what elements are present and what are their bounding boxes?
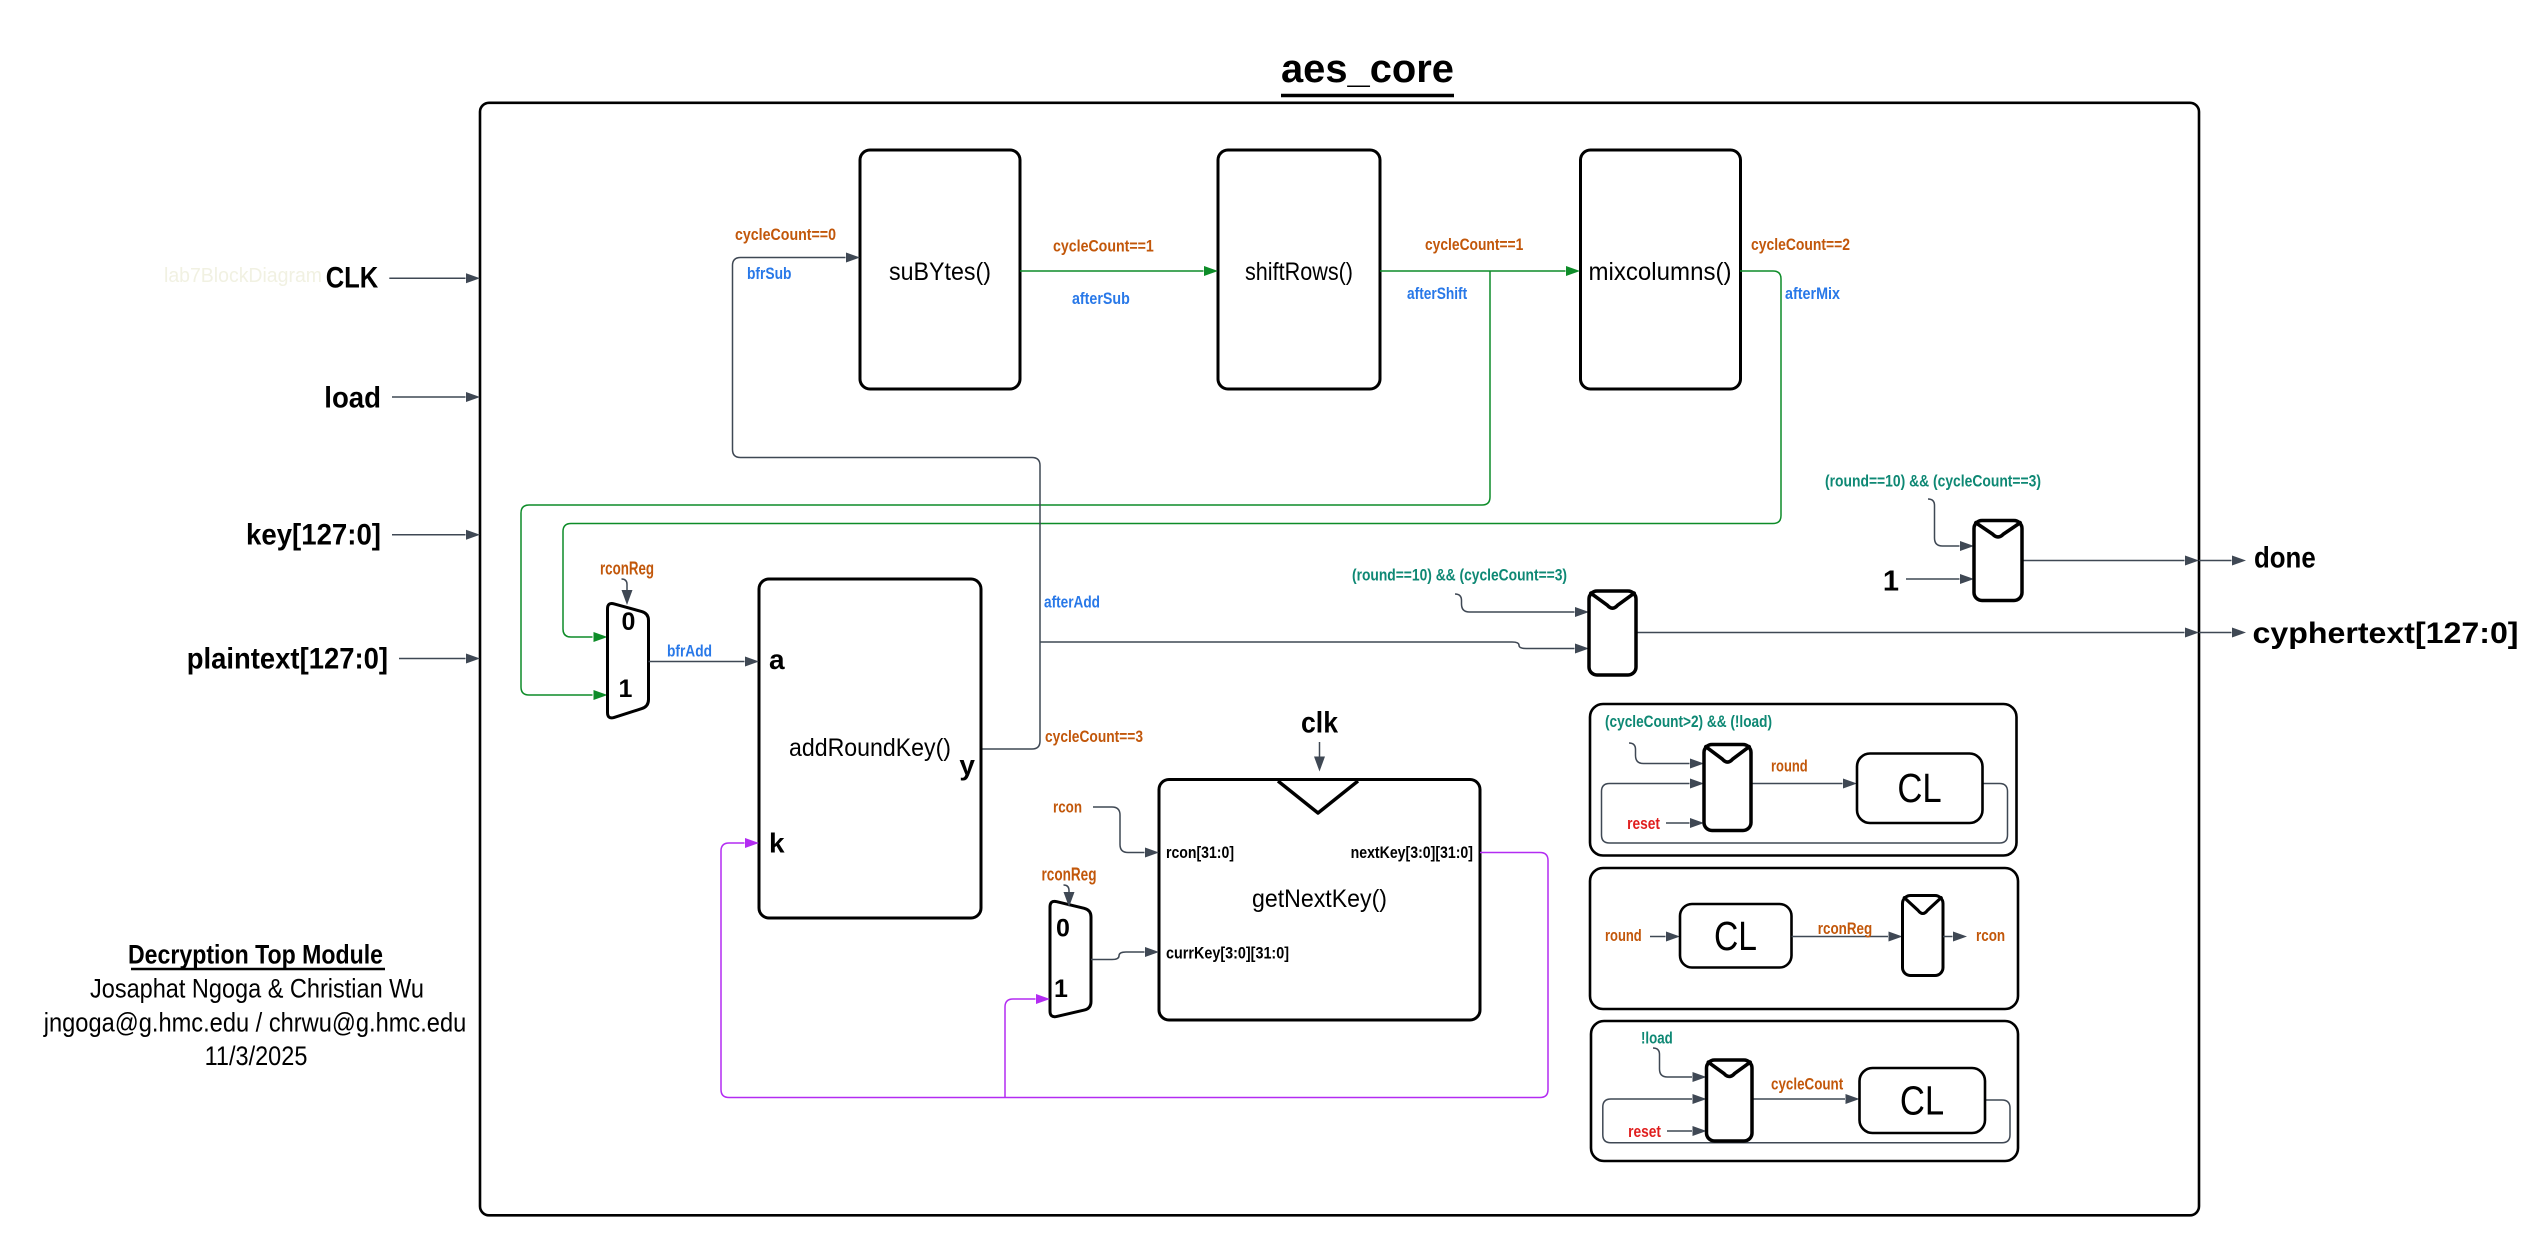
svg-text:cycleCount: cycleCount	[1771, 1075, 1843, 1094]
svg-text:Josaphat Ngoga & Christian Wu: Josaphat Ngoga & Christian Wu	[90, 973, 424, 1003]
svg-text:rcon[31:0]: rcon[31:0]	[1166, 843, 1234, 862]
svg-text:getNextKey(): getNextKey()	[1252, 885, 1387, 913]
svg-text:bfrSub: bfrSub	[747, 264, 792, 283]
svg-text:clk: clk	[1301, 707, 1338, 740]
svg-text:cycleCount==1: cycleCount==1	[1425, 235, 1523, 254]
svg-text:afterShift: afterShift	[1407, 284, 1467, 303]
svg-text:round: round	[1605, 926, 1642, 945]
svg-text:addRoundKey(): addRoundKey()	[789, 734, 951, 762]
svg-text:done: done	[2254, 542, 2316, 575]
svg-text:cycleCount==0: cycleCount==0	[735, 225, 836, 244]
svg-text:rconReg: rconReg	[1042, 865, 1097, 885]
svg-text:shiftRows(): shiftRows()	[1245, 258, 1353, 286]
svg-text:0: 0	[622, 608, 636, 636]
svg-text:11/3/2025: 11/3/2025	[205, 1041, 308, 1071]
svg-text:(round==10) && (cycleCount==3): (round==10) && (cycleCount==3)	[1352, 566, 1567, 585]
svg-text:1: 1	[1054, 975, 1068, 1003]
svg-text:!load: !load	[1641, 1029, 1673, 1048]
svg-text:key[127:0]: key[127:0]	[246, 519, 381, 552]
svg-text:currKey[3:0][31:0]: currKey[3:0][31:0]	[1166, 944, 1289, 963]
svg-text:mixcolumns(): mixcolumns()	[1589, 258, 1732, 286]
svg-text:suBYtes(): suBYtes()	[889, 258, 991, 286]
svg-text:afterMix: afterMix	[1785, 284, 1840, 303]
svg-text:reset: reset	[1627, 814, 1660, 833]
svg-text:load: load	[324, 382, 381, 415]
svg-text:a: a	[769, 644, 785, 675]
svg-text:cycleCount==2: cycleCount==2	[1751, 235, 1850, 254]
svg-text:cycleCount==3: cycleCount==3	[1045, 727, 1143, 746]
svg-text:rconReg: rconReg	[1818, 919, 1872, 938]
svg-text:bfrAdd: bfrAdd	[667, 642, 712, 661]
svg-text:y: y	[959, 750, 975, 781]
svg-text:plaintext[127:0]: plaintext[127:0]	[187, 643, 388, 676]
svg-text:reset: reset	[1628, 1122, 1661, 1141]
svg-text:CLK: CLK	[326, 262, 379, 295]
svg-text:(cycleCount>2) && (!load): (cycleCount>2) && (!load)	[1605, 712, 1772, 731]
svg-text:aes_core: aes_core	[1281, 47, 1454, 91]
svg-text:jngoga@g.hmc.edu / chrwu@g.hmc: jngoga@g.hmc.edu / chrwu@g.hmc.edu	[43, 1007, 466, 1037]
svg-text:nextKey[3:0][31:0]: nextKey[3:0][31:0]	[1351, 843, 1473, 862]
svg-text:Decryption Top Module: Decryption Top Module	[128, 940, 383, 970]
svg-text:1: 1	[619, 675, 633, 703]
svg-text:CL: CL	[1714, 913, 1757, 959]
svg-text:CL: CL	[1900, 1078, 1944, 1124]
svg-text:rcon: rcon	[1053, 798, 1082, 817]
svg-text:afterAdd: afterAdd	[1044, 593, 1100, 612]
svg-text:rcon: rcon	[1976, 926, 2005, 945]
svg-text:0: 0	[1056, 915, 1070, 943]
svg-text:k: k	[769, 828, 785, 859]
svg-text:afterSub: afterSub	[1072, 289, 1130, 308]
svg-text:round: round	[1771, 757, 1808, 776]
svg-text:lab7BlockDiagram: lab7BlockDiagram	[164, 265, 322, 287]
svg-text:(round==10) && (cycleCount==3): (round==10) && (cycleCount==3)	[1825, 472, 2041, 491]
svg-text:CL: CL	[1897, 765, 1941, 811]
svg-text:1: 1	[1883, 566, 1899, 598]
svg-text:cyphertext[127:0]: cyphertext[127:0]	[2253, 617, 2519, 650]
svg-text:cycleCount==1: cycleCount==1	[1053, 237, 1154, 256]
svg-text:rconReg: rconReg	[600, 559, 654, 579]
